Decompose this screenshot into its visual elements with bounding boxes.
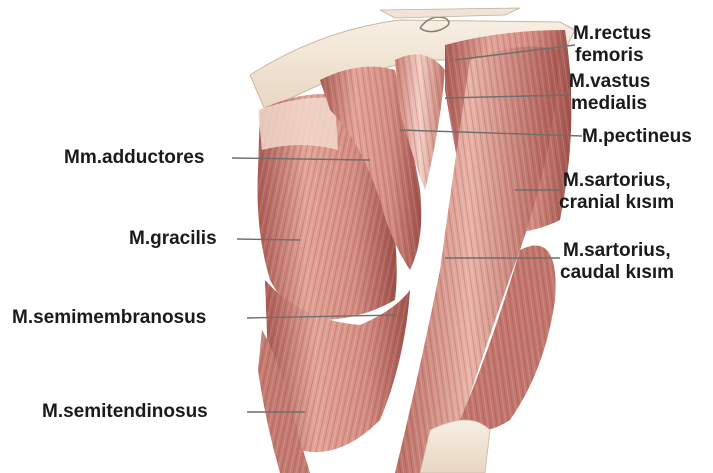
label-rectus-femoris: M.rectus femoris: [573, 23, 651, 67]
label-vastus-medialis-line2: medialis: [569, 93, 650, 115]
label-rectus-femoris-line1: M.rectus: [573, 23, 651, 45]
label-sartorius-cranial-line1: M.sartorius,: [563, 170, 674, 192]
label-rectus-femoris-line2: femoris: [573, 45, 651, 67]
label-vastus-medialis-line1: M.vastus: [569, 71, 650, 93]
label-semimembranosus: M.semimembranosus: [12, 307, 206, 329]
label-sartorius-cranial: M.sartorius, cranial kısım: [563, 170, 674, 214]
label-sartorius-cranial-line2: cranial kısım: [559, 192, 674, 214]
label-semitendinosus: M.semitendinosus: [42, 401, 208, 423]
label-adductores: Mm.adductores: [64, 147, 204, 169]
tendon-edge: [380, 8, 520, 18]
label-gracilis: M.gracilis: [129, 228, 217, 250]
label-sartorius-caudal: M.sartorius, caudal kısım: [560, 240, 674, 284]
label-vastus-medialis: M.vastus medialis: [569, 71, 650, 115]
leader-gracilis: [237, 239, 300, 240]
label-sartorius-caudal-line2: caudal kısım: [560, 262, 674, 284]
label-sartorius-caudal-line1: M.sartorius,: [560, 240, 674, 262]
label-pectineus: M.pectineus: [582, 126, 692, 148]
